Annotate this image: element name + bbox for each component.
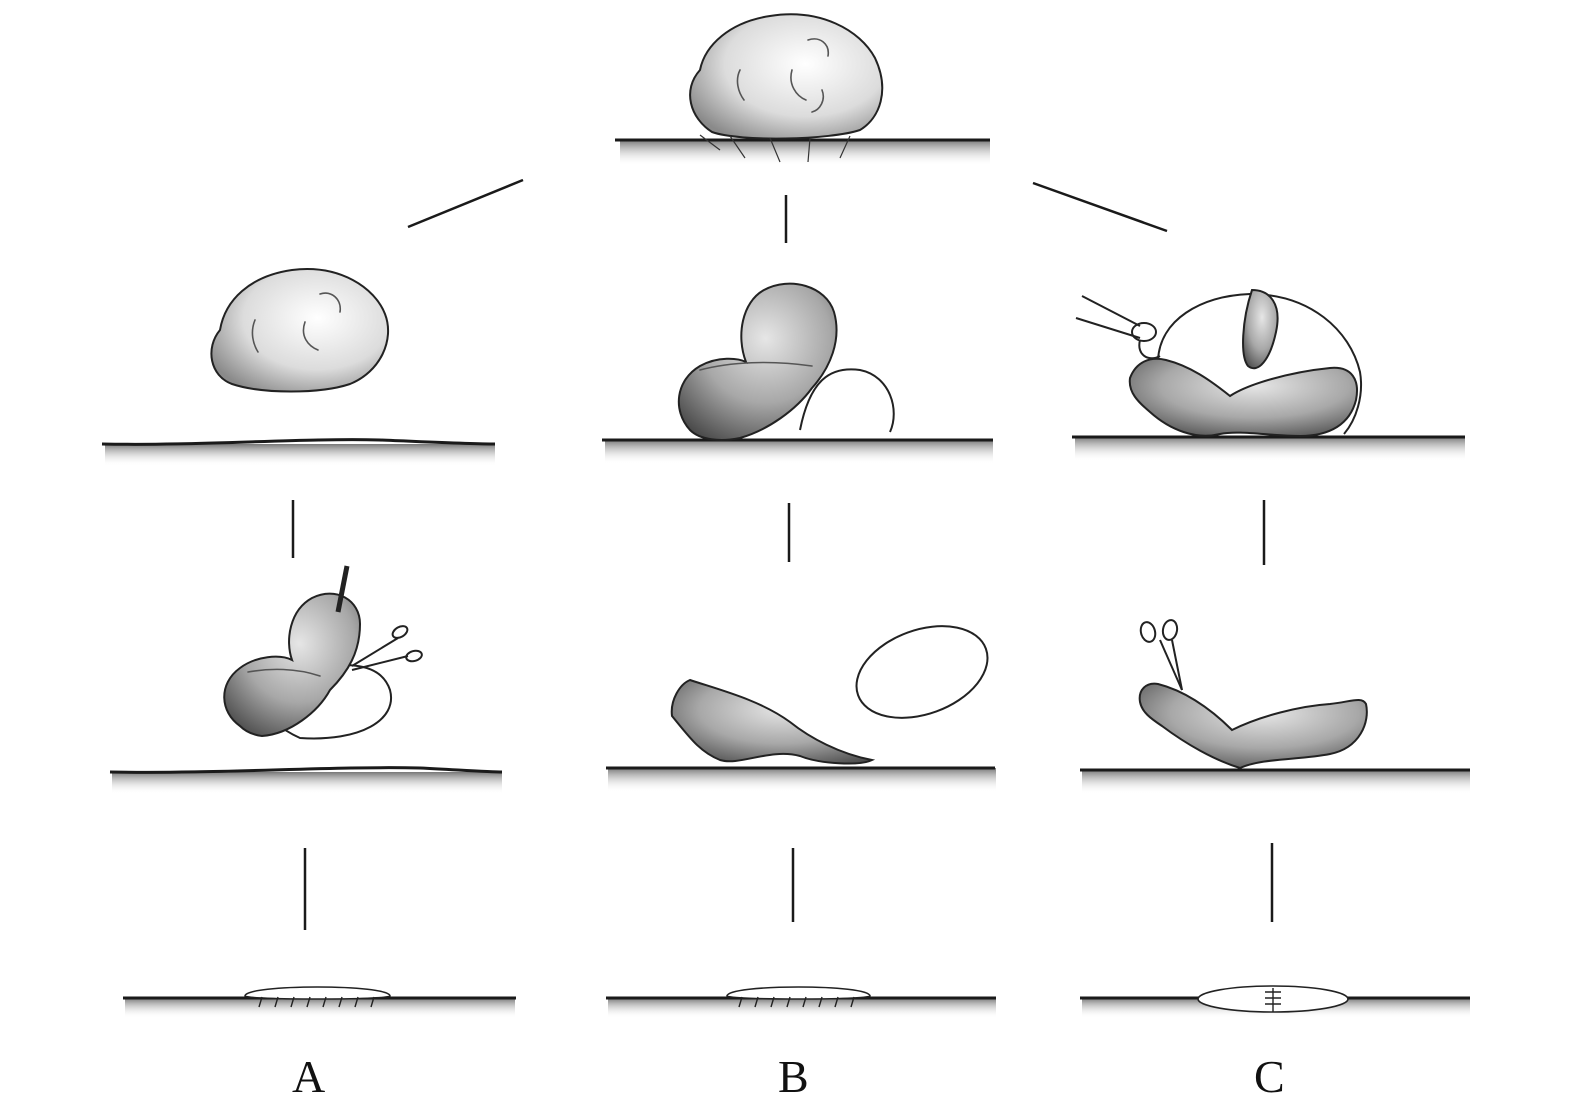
c-step-2: [1080, 619, 1470, 794]
scissors-icon: [1139, 619, 1183, 691]
a-step-3: [123, 986, 516, 1018]
sutured-wound: [244, 986, 391, 1000]
suture-marks: [1265, 988, 1281, 1012]
tissue-flap: [670, 678, 876, 765]
ground-shadow: [1075, 437, 1465, 461]
tissue-hatching: [699, 134, 851, 163]
needle-icon: [335, 565, 350, 613]
ground-shadow: [605, 440, 993, 464]
connector-top-to-c: [1032, 181, 1168, 233]
b-step-1: [602, 282, 993, 464]
connector-top-to-a: [407, 178, 524, 229]
column-a: A: [101, 268, 516, 1102]
c-step-1: [1072, 288, 1465, 461]
removed-ellipse: [855, 625, 989, 719]
suture-marks: [258, 996, 375, 1008]
mass-fold: [699, 361, 813, 371]
ground-shadow: [608, 998, 996, 1018]
a-step-1: [101, 268, 496, 466]
ground-shadow: [112, 772, 502, 794]
column-c: C: [1072, 288, 1470, 1102]
column-b: B: [602, 282, 996, 1102]
lifted-mass: [223, 592, 362, 738]
tissue-flap: [1128, 357, 1358, 438]
forceps-icon: [1075, 295, 1161, 360]
incision-lobe: [1242, 288, 1279, 369]
split-flaps: [1138, 682, 1368, 770]
c-step-3: [1080, 985, 1470, 1018]
ground-shadow: [620, 140, 990, 166]
tumor-contour-marks: [251, 292, 342, 353]
scissors-icon: [351, 625, 423, 671]
ground-line: [109, 766, 503, 774]
tumor-mass: [689, 13, 884, 140]
ground-shadow: [1082, 770, 1470, 794]
panel-label-b: B: [778, 1051, 809, 1102]
panel-label-a: A: [292, 1051, 325, 1102]
sutured-wound: [726, 986, 871, 1000]
a-step-2: [109, 565, 503, 794]
dome-outline: [1157, 292, 1362, 435]
base-outline: [799, 368, 895, 433]
excised-mass: [210, 268, 390, 393]
panel-label-c: C: [1254, 1051, 1285, 1102]
tumor-contour-marks: [736, 38, 830, 113]
ground-shadow: [105, 444, 495, 466]
suture-marks: [738, 996, 855, 1008]
initial-lesion: [615, 13, 990, 166]
b-step-2: [606, 625, 996, 792]
mass-fold: [247, 668, 321, 677]
ground-line: [101, 438, 496, 446]
ground-shadow: [608, 768, 996, 792]
ground-shadow: [125, 998, 515, 1018]
b-step-3: [606, 986, 996, 1018]
